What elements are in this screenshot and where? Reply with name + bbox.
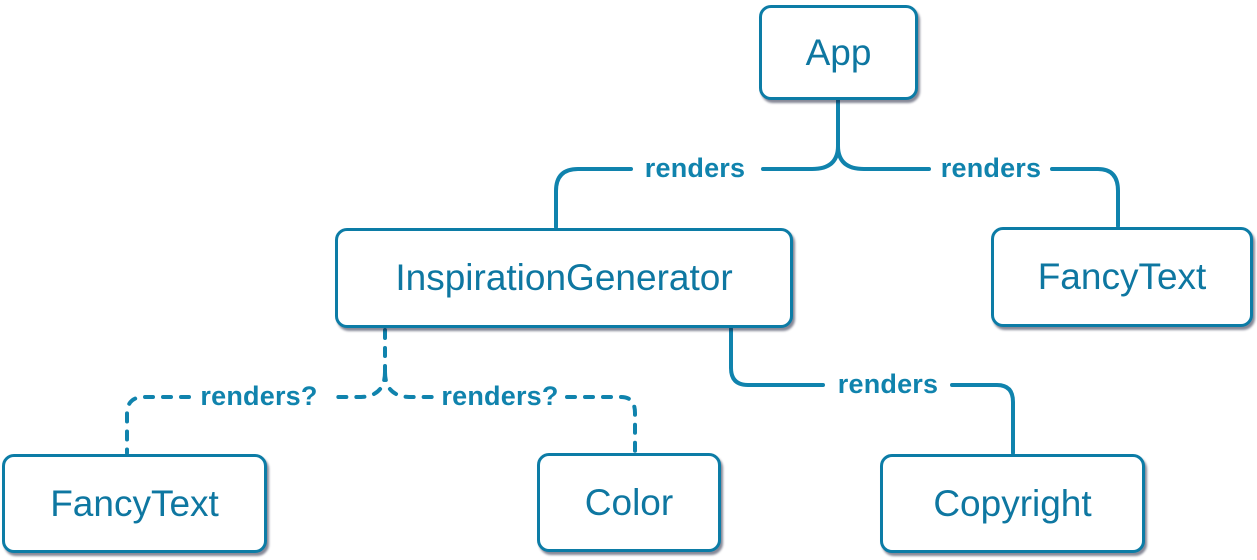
edge-app-to-fancytext xyxy=(836,144,1120,228)
edge-label-inspirationgenerator-fancytext: renders? xyxy=(200,380,318,411)
edge-segment xyxy=(383,370,437,399)
edge-segment xyxy=(761,144,840,171)
node-fancy-text-bottom-label: FancyText xyxy=(50,482,219,524)
node-color: Color xyxy=(537,453,721,552)
edge-segment xyxy=(836,144,931,171)
edge-segment xyxy=(331,370,387,399)
node-fancy-text-top: FancyText xyxy=(991,227,1253,327)
edge-segment xyxy=(554,167,633,229)
edge-segment xyxy=(950,383,1015,455)
edge-segment xyxy=(729,327,825,387)
node-app-label: App xyxy=(805,31,872,73)
node-copyright-label: Copyright xyxy=(933,482,1092,524)
edge-label-inspirationgenerator-copyright: renders xyxy=(837,368,939,399)
node-app: App xyxy=(759,5,918,100)
edge-label-inspirationgenerator-color: renders? xyxy=(441,380,559,411)
node-inspiration-generator: InspirationGenerator xyxy=(335,228,793,328)
node-copyright: Copyright xyxy=(880,454,1145,553)
node-color-label: Color xyxy=(584,481,674,523)
edge-inspirationgenerator-to-color xyxy=(383,370,637,453)
edge-label-app-inspirationgenerator: renders xyxy=(644,152,746,183)
edge-segment xyxy=(565,395,637,453)
node-fancy-text-top-label: FancyText xyxy=(1037,256,1207,297)
edge-label-app-fancytext: renders xyxy=(940,152,1042,183)
edge-segment xyxy=(125,395,191,455)
edge-inspirationgenerator-to-copyright xyxy=(729,327,1015,455)
node-fancy-text-bottom: FancyText xyxy=(2,454,267,553)
edge-segment xyxy=(1050,167,1120,228)
node-inspiration-generator-label: InspirationGenerator xyxy=(395,257,733,298)
